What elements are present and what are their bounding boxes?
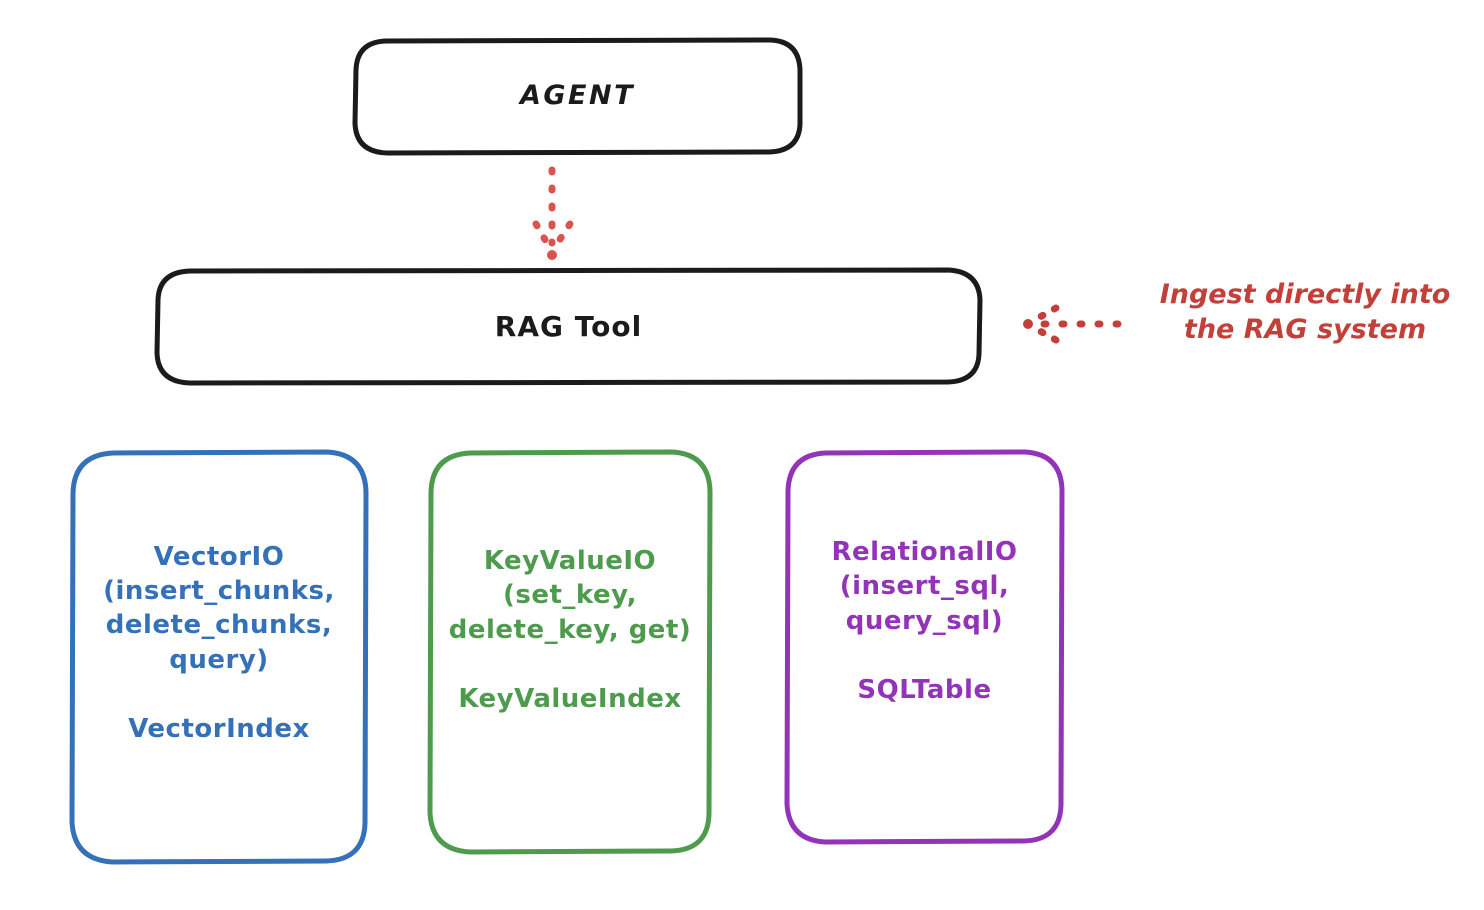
agent-node[interactable]: AGENT bbox=[355, 40, 800, 153]
ingest-annotation-text: Ingest directly into the RAG system bbox=[1159, 279, 1451, 345]
relational-io-label: RelationalIO (insert_sql, query_sql) bbox=[831, 536, 1018, 636]
ingest-arrow-connector bbox=[1023, 304, 1122, 344]
sql-table-label: SQLTable bbox=[857, 674, 992, 705]
vector-io-content: VectorIO (insert_chunks, delete_chunks, … bbox=[103, 540, 335, 747]
rag-tool-label: RAG Tool bbox=[494, 309, 643, 343]
relational-io-box-outline bbox=[784, 449, 1065, 845]
agent-to-rag-connector bbox=[532, 166, 574, 260]
vector-index-label: VectorIndex bbox=[128, 713, 310, 744]
rag-tool-box-outline bbox=[154, 267, 983, 386]
agent-label: AGENT bbox=[519, 80, 635, 112]
vector-io-box-outline bbox=[69, 449, 369, 865]
key-value-io-label: KeyValueIO (set_key, delete_key, get) bbox=[448, 545, 692, 645]
vector-io-node[interactable]: VectorIO (insert_chunks, delete_chunks, … bbox=[72, 452, 366, 862]
key-value-io-content: KeyValueIO (set_key, delete_key, get) Ke… bbox=[449, 544, 692, 716]
key-value-index-label: KeyValueIndex bbox=[458, 683, 682, 714]
key-value-io-node[interactable]: KeyValueIO (set_key, delete_key, get) Ke… bbox=[430, 452, 710, 852]
relational-io-node[interactable]: RelationalIO (insert_sql, query_sql) SQL… bbox=[787, 452, 1062, 842]
agent-box-outline bbox=[352, 37, 803, 156]
vector-io-label: VectorIO (insert_chunks, delete_chunks, … bbox=[103, 541, 335, 675]
relational-io-content: RelationalIO (insert_sql, query_sql) SQL… bbox=[831, 535, 1017, 707]
rag-tool-node[interactable]: RAG Tool bbox=[157, 270, 980, 383]
key-value-io-box-outline bbox=[427, 449, 713, 855]
